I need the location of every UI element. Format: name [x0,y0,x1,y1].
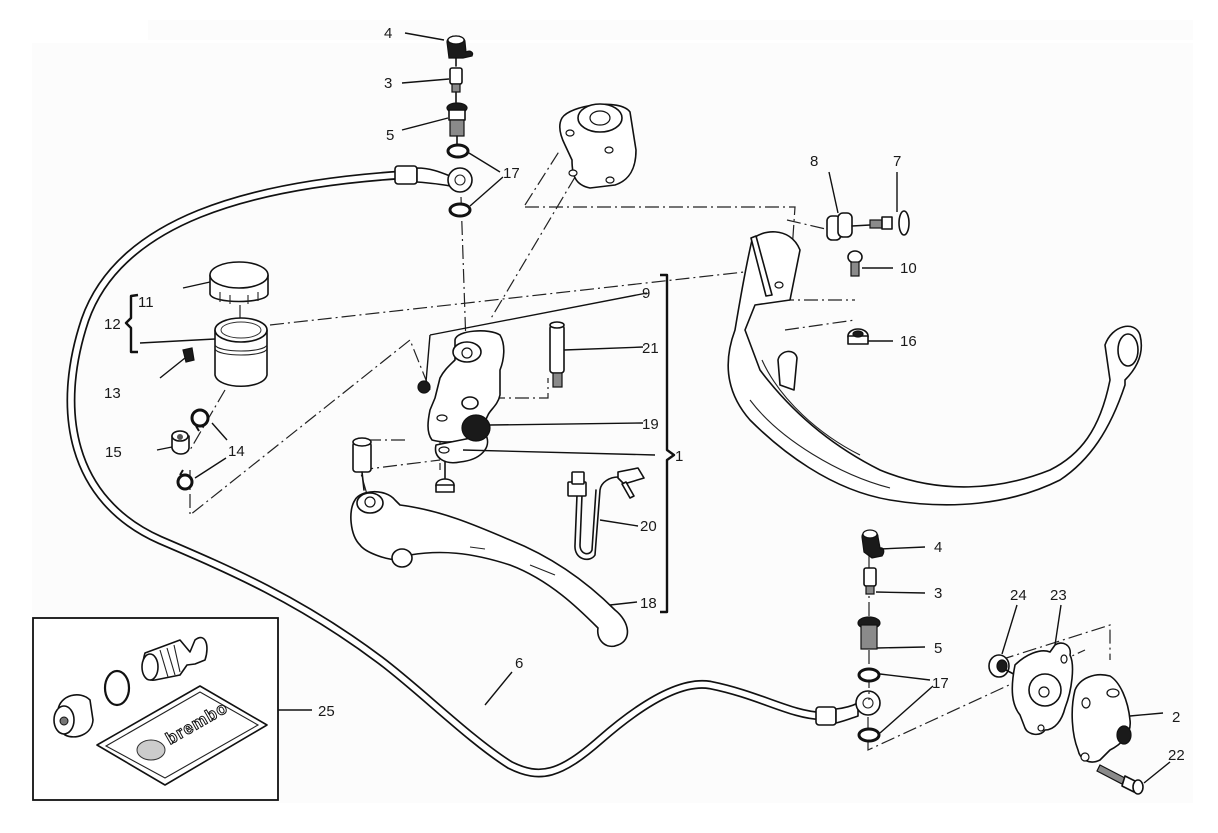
screw-9[interactable] [417,380,431,394]
callout-3-bottom: 3 [934,585,942,602]
hose-clamp-14-lower[interactable] [176,469,194,491]
callout-22: 22 [1168,747,1185,764]
hose-banjo-neck-bottom [835,702,859,724]
callout-10: 10 [900,260,917,277]
brace-1 [660,273,676,614]
reservoir-clip-13[interactable] [182,347,195,363]
callout-23: 23 [1050,587,1067,604]
reservoir-cap-11[interactable] [209,261,269,304]
callout-5-bottom: 5 [934,640,942,657]
callout-18: 18 [640,595,657,612]
callout-25: 25 [318,703,335,720]
callout-16: 16 [900,333,917,350]
lever-guard[interactable] [727,231,1143,506]
clutch-lever-18[interactable] [350,490,629,647]
sealing-washer-17-bottom-upper[interactable] [857,667,881,683]
callout-12: 12 [104,316,121,333]
callout-4-top: 4 [384,25,392,42]
bleed-cap-4-bottom[interactable] [861,529,885,559]
callout-6: 6 [515,655,523,672]
callout-15: 15 [105,444,122,461]
bleed-valve-3-bottom[interactable] [863,567,877,595]
sealing-washer-17-top-upper[interactable] [446,143,470,159]
bleed-cap-4-top[interactable] [446,35,474,59]
kit-seal-cap[interactable] [53,694,94,738]
hose-ferrule-top [394,165,418,185]
pivot-nut[interactable] [435,478,455,493]
leader-lines [139,32,1171,784]
brace-12 [124,293,139,354]
pin-21[interactable] [549,321,565,388]
callout-labels: 4 3 5 17 8 7 10 16 11 12 13 14 15 9 21 1… [104,25,1185,764]
clutch-master-cylinder-body[interactable] [427,330,505,464]
banjo-fitting-bottom [855,690,881,716]
callout-5-top: 5 [386,127,394,144]
banjo-bolt-5-top[interactable] [446,102,468,137]
callout-17-top: 17 [503,165,520,182]
assembly-centerlines [189,134,1111,751]
slave-cylinder-cover-23[interactable] [1011,642,1074,736]
clutch-hose-6[interactable] [66,165,881,778]
callout-4-bottom: 4 [934,539,942,556]
callout-8: 8 [810,153,818,170]
background-panel [148,20,1193,40]
reservoir-fitting-15[interactable] [171,430,190,455]
callout-19: 19 [642,416,659,433]
slave-cylinder-2[interactable] [1071,674,1132,763]
pivot-bushing-19[interactable] [461,414,491,442]
kit-circlip[interactable] [103,669,131,707]
kit-piston[interactable] [141,636,208,681]
callout-2: 2 [1172,709,1180,726]
callout-20: 20 [640,518,657,535]
kit-instruction-card[interactable]: brembo [96,685,268,786]
callout-7: 7 [893,153,901,170]
banjo-fitting-top [447,167,473,193]
callout-17-bottom: 17 [932,675,949,692]
fluid-reservoir[interactable] [214,317,268,387]
handlebar-clamp[interactable] [559,103,637,189]
callout-13: 13 [104,385,121,402]
bolt-22[interactable] [1096,764,1144,795]
hose-banjo-neck-top [416,167,451,187]
bolt-7[interactable] [869,210,910,236]
hose-ferrule-bottom [815,706,837,726]
hose-clamp-14-upper[interactable] [190,408,210,432]
callout-9: 9 [642,285,650,302]
sealing-washer-17-top-lower[interactable] [448,202,472,218]
callout-21: 21 [642,340,659,357]
nut-16[interactable] [847,328,869,345]
callout-14: 14 [228,443,245,460]
callout-24: 24 [1010,587,1027,604]
callout-11: 11 [138,294,154,311]
callout-1: 1 [675,448,683,465]
brand-logo-icon [136,739,166,761]
bleed-valve-3-top[interactable] [449,67,463,93]
lever-spacer[interactable] [352,437,372,473]
screw-10[interactable] [847,250,863,277]
banjo-bolt-5-bottom[interactable] [857,616,881,650]
callout-3-top: 3 [384,75,392,92]
seal-24[interactable] [988,654,1010,678]
bushing-8[interactable] [826,212,853,241]
sealing-washer-17-bottom-lower[interactable] [857,727,881,743]
clutch-switch-20[interactable] [567,467,645,561]
